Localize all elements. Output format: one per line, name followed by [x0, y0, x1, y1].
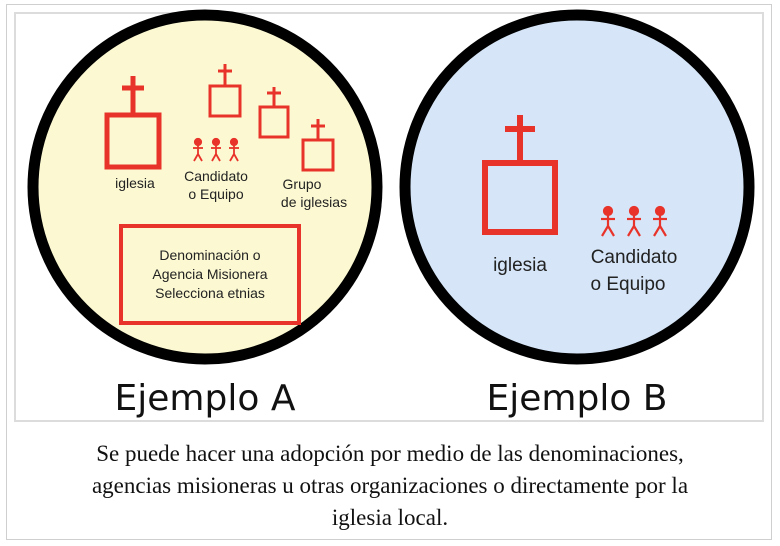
people-icon: [193, 137, 239, 162]
example-a-grupo-label: Grupo: [283, 176, 322, 192]
small-church-icon: [301, 119, 335, 172]
example-b-equipo-label: o Equipo: [590, 274, 665, 295]
divider: [6, 526, 7, 540]
caption-line: Se puede hacer una adopción por medio de…: [96, 441, 684, 466]
agency-label-line1: Denominación o: [159, 247, 260, 263]
figure-frame: [6, 4, 772, 540]
example-a-diagram: iglesia: [27, 9, 383, 419]
example-b-diagram: iglesia Candidato o Equipo Ejemplo B: [399, 9, 755, 419]
agency-label-line2: Agencia Misionera: [152, 266, 267, 282]
small-church-icon: [258, 87, 290, 139]
caption-line: agencias misioneras u otras organizacion…: [91, 473, 689, 498]
example-a-iglesia-label: iglesia: [115, 175, 155, 191]
diagram-svg: iglesia: [27, 9, 755, 419]
example-b-iglesia-label: iglesia: [493, 255, 547, 276]
example-b-candidato-label: Candidato: [591, 247, 678, 268]
agency-box: [119, 224, 301, 325]
example-a-title: Ejemplo A: [115, 378, 296, 419]
figure-caption: Se puede hacer una adopción por medio de…: [20, 438, 760, 534]
example-a-candidato-label: Candidato: [184, 168, 248, 184]
example-b-circle: [399, 9, 755, 365]
example-a-de-iglesias-label: de iglesias: [281, 194, 347, 210]
church-icon: [104, 76, 162, 170]
agency-label-line3: Selecciona etnias: [155, 285, 265, 301]
caption-line: iglesia local.: [331, 505, 449, 530]
example-a-equipo-label: o Equipo: [188, 186, 243, 202]
people-icon: [601, 205, 667, 237]
example-b-title: Ejemplo B: [487, 378, 668, 419]
small-church-icon: [208, 64, 242, 118]
church-icon: [482, 115, 558, 235]
